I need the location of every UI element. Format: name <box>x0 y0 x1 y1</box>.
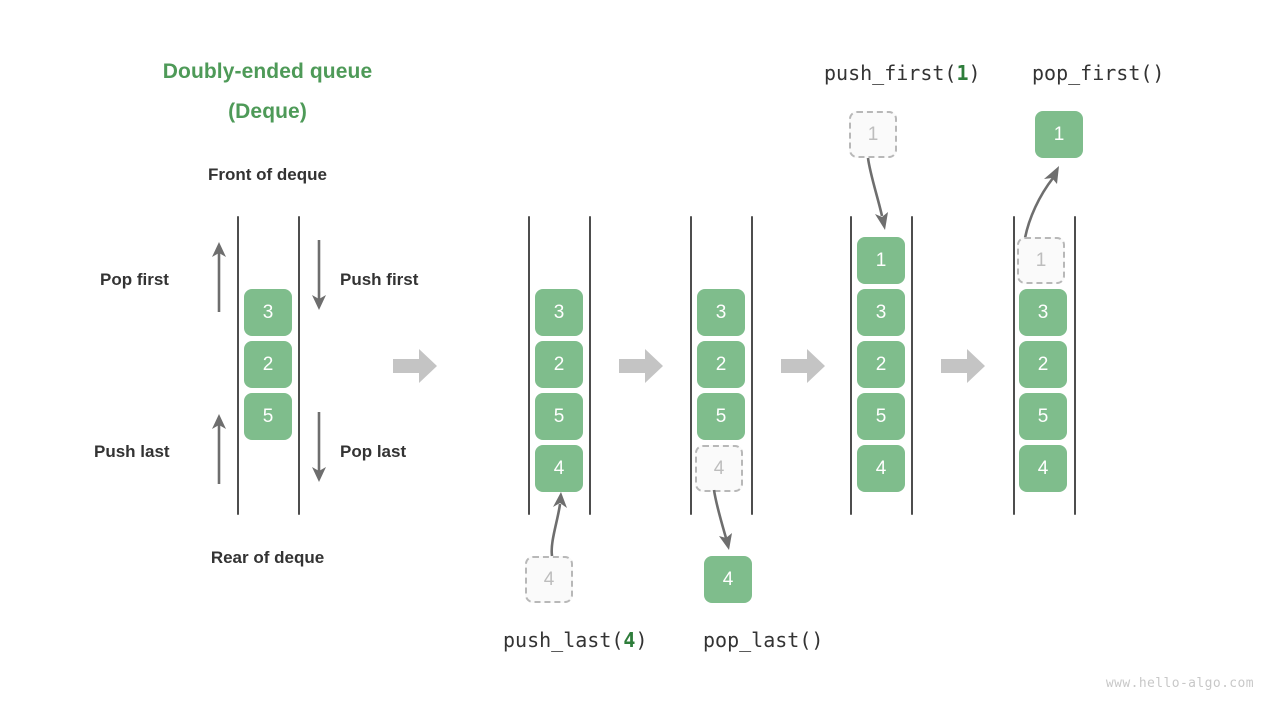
deque-rail-right <box>1074 216 1076 515</box>
push-first-motion-arrow-icon <box>866 157 888 230</box>
op-push-last-name: push_last( <box>503 628 624 652</box>
deque-cell: 5 <box>1019 393 1067 440</box>
deque-rail-left <box>237 216 239 515</box>
deque-cell: 3 <box>535 289 583 336</box>
deque-rail-right <box>589 216 591 515</box>
transition-arrow-icon <box>619 349 663 383</box>
deque-cell: 5 <box>857 393 905 440</box>
pop-first-motion-arrow-icon <box>1023 166 1059 239</box>
push-first-arrow-icon <box>312 240 326 310</box>
deque-cell: 1 <box>857 237 905 284</box>
diagram-title-line2: (Deque) <box>228 100 307 123</box>
diagram-title-line1: Doubly-ended queue <box>162 60 373 83</box>
deque-rail-left <box>528 216 530 515</box>
deque-cell: 4 <box>1019 445 1067 492</box>
op-push-last-close: ) <box>635 628 648 652</box>
watermark: www.hello-algo.com <box>1105 676 1254 691</box>
popped-cell: 1 <box>1035 111 1083 158</box>
deque-cell: 2 <box>244 341 292 388</box>
deque-cell: 3 <box>697 289 745 336</box>
push-last-arrow-icon <box>212 414 226 484</box>
pop-first-arrow-icon <box>212 242 226 312</box>
push-last-motion-arrow-icon <box>550 492 567 557</box>
op-pop-last-caption: pop_last() <box>703 628 824 652</box>
op-push-first-caption: push_first(1) <box>824 61 981 85</box>
op-push-first-arg: 1 <box>956 61 969 85</box>
push-first-label: Push first <box>340 270 419 289</box>
deque-cell: 3 <box>1019 289 1067 336</box>
push-last-label: Push last <box>94 442 170 461</box>
deque-cell: 5 <box>535 393 583 440</box>
deque-cell: 3 <box>244 289 292 336</box>
op-pop-first-caption: pop_first() <box>1032 61 1165 85</box>
pop-last-motion-arrow-icon <box>712 489 732 550</box>
outgoing-ghost-cell: 1 <box>1017 237 1065 284</box>
front-of-deque-label: Front of deque <box>208 165 327 184</box>
deque-cell: 2 <box>535 341 583 388</box>
deque-cell: 5 <box>697 393 745 440</box>
op-push-first-close: ) <box>968 61 981 85</box>
pop-last-arrow-icon <box>312 412 326 482</box>
incoming-ghost-cell: 1 <box>849 111 897 158</box>
transition-arrow-icon <box>393 349 437 383</box>
pop-first-label: Pop first <box>100 270 169 289</box>
op-push-first-name: push_first( <box>824 61 957 85</box>
op-push-last-arg: 4 <box>623 628 636 652</box>
deque-cell: 5 <box>244 393 292 440</box>
deque-cell: 2 <box>857 341 905 388</box>
deque-cell: 3 <box>857 289 905 336</box>
pop-last-label: Pop last <box>340 442 407 461</box>
deque-cell: 2 <box>697 341 745 388</box>
deque-rail-left <box>1013 216 1015 515</box>
deque-cell: 4 <box>535 445 583 492</box>
deque-rail-left <box>690 216 692 515</box>
deque-cell: 4 <box>857 445 905 492</box>
popped-cell: 4 <box>704 556 752 603</box>
deque-cell: 2 <box>1019 341 1067 388</box>
rear-of-deque-label: Rear of deque <box>210 548 325 567</box>
transition-arrow-icon <box>941 349 985 383</box>
outgoing-ghost-cell: 4 <box>695 445 743 492</box>
deque-rail-right <box>911 216 913 515</box>
transition-arrow-icon <box>781 349 825 383</box>
op-push-last-caption: push_last(4) <box>503 628 648 652</box>
deque-rail-left <box>850 216 852 515</box>
deque-rail-right <box>298 216 300 515</box>
deque-rail-right <box>751 216 753 515</box>
incoming-ghost-cell: 4 <box>525 556 573 603</box>
